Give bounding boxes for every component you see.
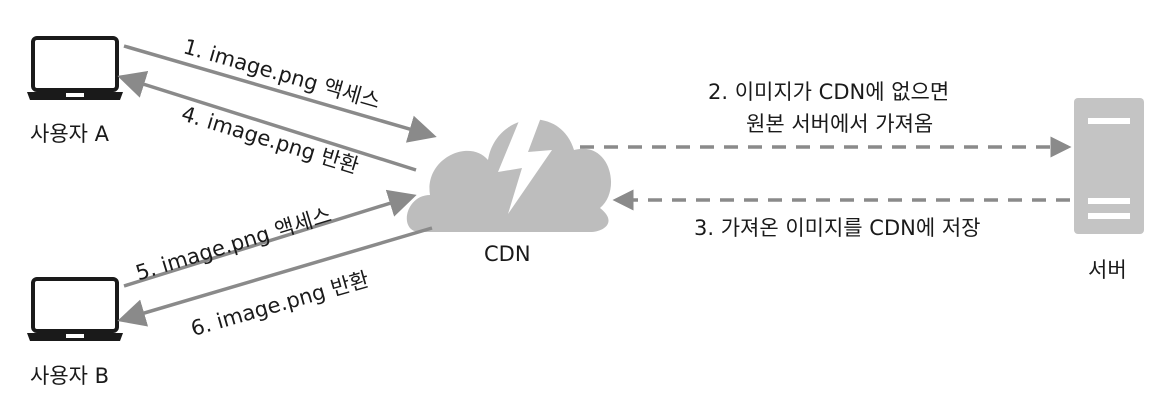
user-a-label: 사용자 A xyxy=(30,122,110,146)
step2-label-line1: 2. 이미지가 CDN에 없으면 xyxy=(708,80,950,104)
cloud-lightning-icon xyxy=(406,104,612,232)
cdn-label: CDN xyxy=(484,242,531,266)
arrow-step6 xyxy=(117,226,433,327)
server-label: 서버 xyxy=(1088,258,1127,282)
user-b-label: 사용자 B xyxy=(30,364,110,388)
laptop-icon xyxy=(27,277,123,341)
step3-label: 3. 가져온 이미지를 CDN에 저장 xyxy=(694,216,981,240)
arrow-step4 xyxy=(117,70,417,172)
arrow-step5 xyxy=(123,189,417,288)
step2-label-line2: 원본 서버에서 가져옴 xyxy=(746,112,934,136)
laptop-icon xyxy=(27,36,123,100)
server-icon xyxy=(1074,98,1144,234)
arrow-step1 xyxy=(123,44,437,143)
